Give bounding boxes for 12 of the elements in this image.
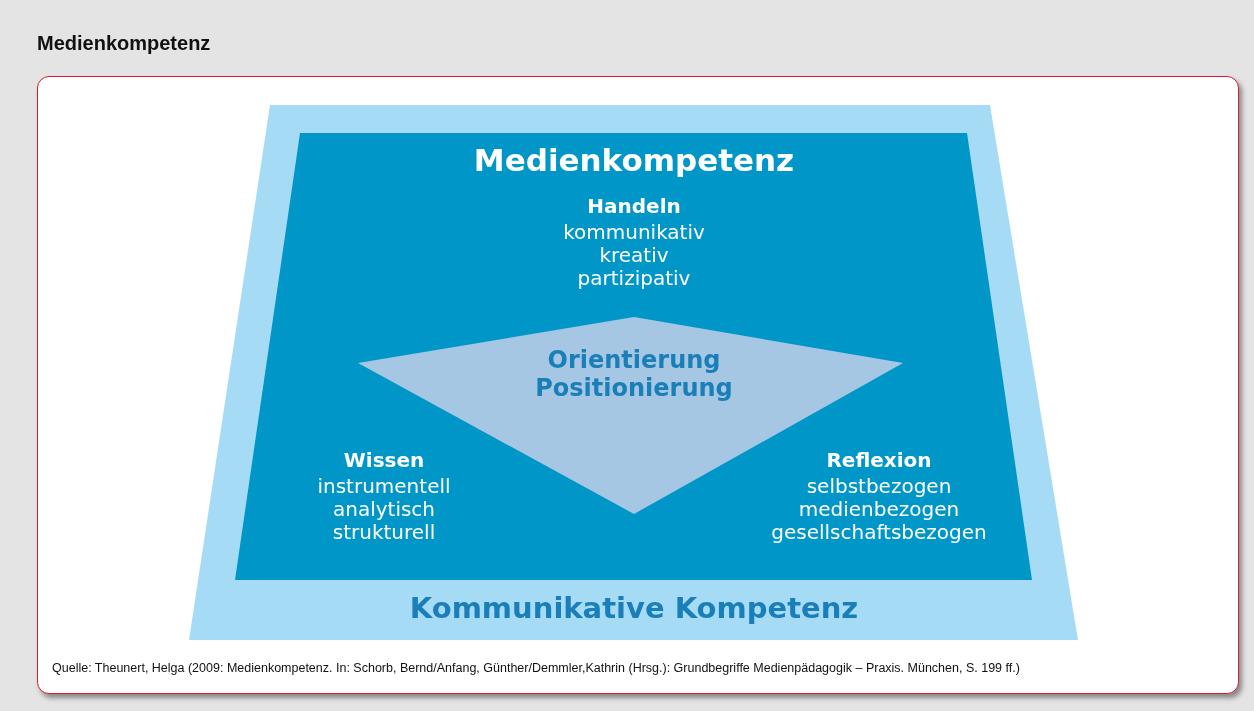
- page-title: Medienkompetenz: [37, 32, 211, 55]
- item-list: selbstbezogen medienbezogen gesellschaftsbezogen: [771, 475, 987, 544]
- section-heading: Reflexion: [826, 449, 932, 472]
- item-list: instrumentell analytisch strukturell: [317, 475, 451, 544]
- kite-label: Orientierung Positionierung: [535, 347, 733, 403]
- trapezoid-heading: Medienkompetenz: [473, 143, 795, 179]
- trapezoid-label: Kommunikative Kompetenz: [409, 592, 859, 626]
- source-note: Quelle: Theunert, Helga (2009: Medienkompetenz. In: Schorb, Bernd/Anfang, Günther/Demmler,Kathrin (Hrsg.): Grundbegriffe Medienpädagogik – Praxis. München, S. 199 ff.): [52, 661, 1020, 675]
- section-heading: Handeln: [587, 195, 681, 218]
- item-list: kommunikativ kreativ partizipativ: [563, 221, 705, 290]
- section-heading: Wissen: [343, 449, 425, 472]
- inner-trapezoid: [235, 133, 1032, 580]
